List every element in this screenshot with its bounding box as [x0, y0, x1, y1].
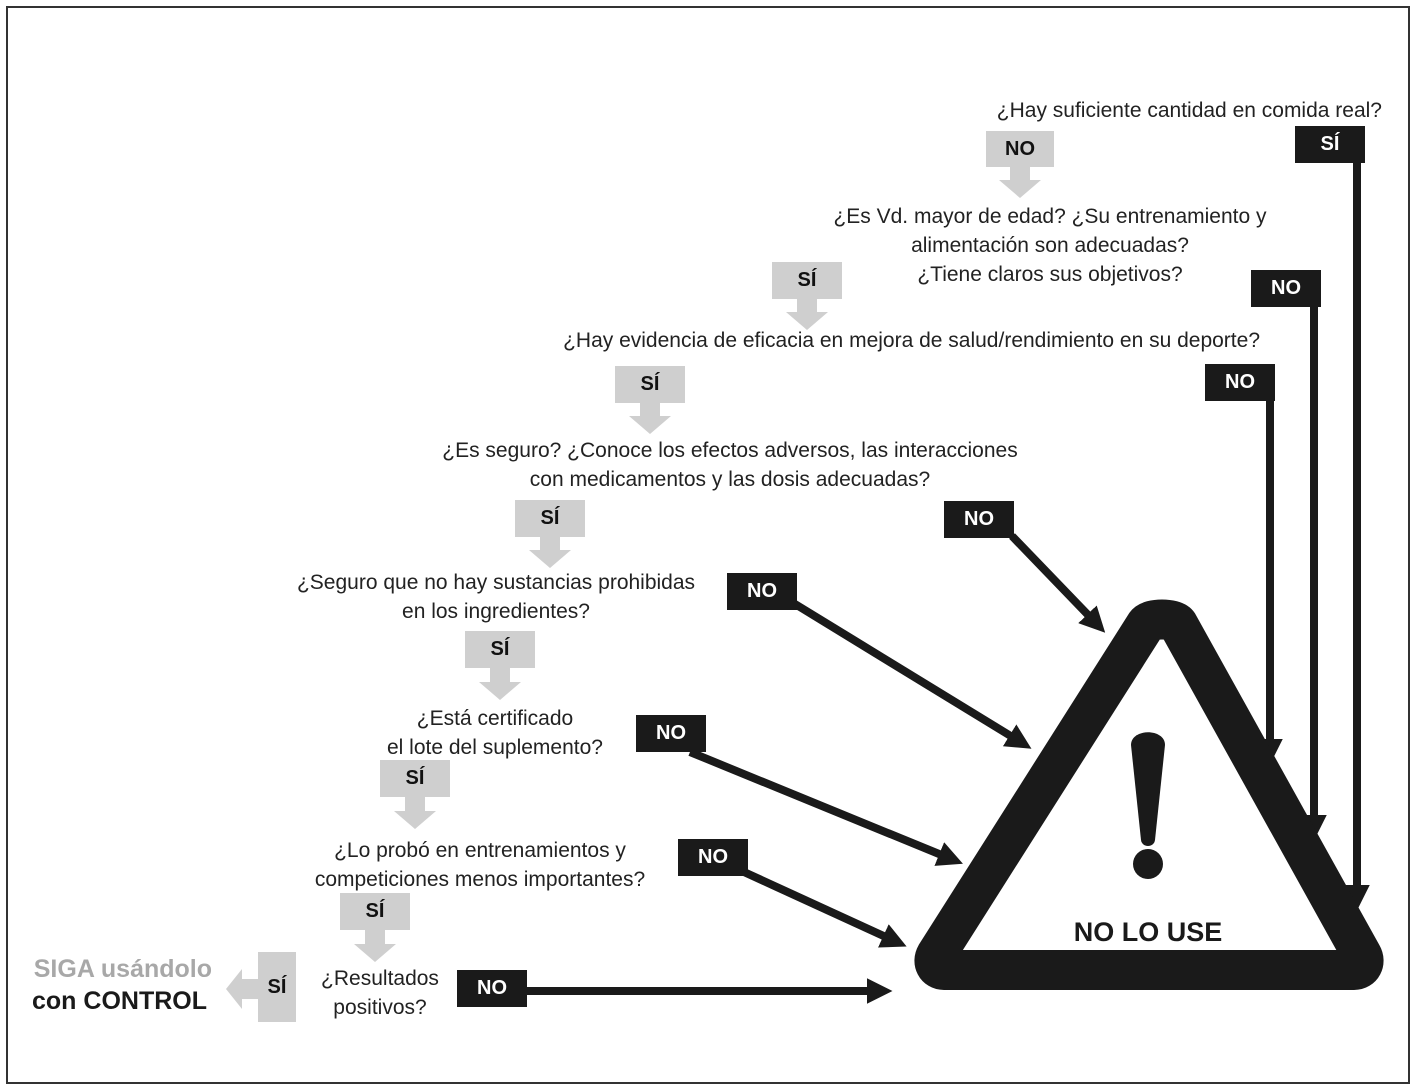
no-arrow-4	[1009, 533, 1106, 633]
yes-label-3: SÍ	[615, 366, 685, 403]
yes-label-7: SÍ	[340, 893, 410, 930]
exclamation-dot	[1133, 849, 1163, 879]
no-arrow-6	[688, 748, 963, 866]
no-label-evidence: NO	[1205, 364, 1275, 401]
question-banned-line1: ¿Seguro que no hay sustancias prohibidas	[296, 571, 696, 594]
yes-arrow-2	[786, 298, 828, 330]
question-safety-line1: ¿Es seguro? ¿Conoce los efectos adversos…	[442, 439, 1018, 462]
question-age-training-line2: alimentación son adecuadas?	[911, 234, 1189, 257]
stop-label: NO LO USE	[1074, 917, 1223, 947]
question-certified-batch: ¿Está certificado el lote del suplemento…	[360, 704, 630, 762]
question-tested-line1: ¿Lo probó en entrenamientos y	[334, 839, 626, 862]
diagram-frame	[6, 6, 1410, 1084]
question-certified-line2: el lote del suplemento?	[387, 736, 603, 759]
question-safety: ¿Es seguro? ¿Conoce los efectos adversos…	[400, 436, 1060, 494]
no-label-age: NO	[1251, 270, 1321, 307]
yes-label-6: SÍ	[380, 760, 450, 797]
exclamation-bar	[1131, 732, 1165, 846]
continue-line2: con CONTROL	[32, 987, 207, 1015]
question-positive-results: ¿Resultados positivos?	[300, 964, 460, 1022]
yes-label-4: SÍ	[515, 500, 585, 537]
no-arrow-5	[792, 600, 1032, 749]
question-age-training-line3: ¿Tiene claros sus objetivos?	[917, 263, 1183, 286]
yes-label-2: SÍ	[772, 262, 842, 299]
no-label-certified: NO	[636, 715, 706, 752]
yes-arrow-1	[999, 166, 1041, 198]
question-evidence: ¿Hay evidencia de eficacia en mejora de …	[563, 329, 1260, 352]
question-tested-line2: competiciones menos importantes?	[314, 868, 646, 891]
yes-arrow-3	[629, 402, 671, 434]
yes-arrow-6	[394, 797, 436, 829]
question-banned-line2: en los ingredientes?	[402, 600, 590, 623]
yes-label-5: SÍ	[465, 631, 535, 668]
no-label-real-food: SÍ	[1295, 126, 1365, 163]
yes-arrow-4	[529, 536, 571, 568]
yes-arrow-left	[226, 969, 258, 1009]
yes-label-final: SÍ	[258, 952, 296, 1022]
question-tested: ¿Lo probó en entrenamientos y competicio…	[290, 836, 670, 894]
question-safety-line2: con medicamentos y las dosis adecuadas?	[529, 468, 931, 491]
yes-arrow-7	[354, 930, 396, 962]
question-age-training-line1: ¿Es Vd. mayor de edad? ¿Su entrenamiento…	[833, 205, 1267, 228]
question-real-food: ¿Hay suficiente cantidad en comida real?	[996, 99, 1382, 122]
question-banned-substances: ¿Seguro que no hay sustancias prohibidas…	[270, 568, 722, 626]
yes-label-1: NO	[986, 131, 1054, 167]
no-label-banned: NO	[727, 573, 797, 610]
yes-arrow-5	[479, 668, 521, 700]
continue-line1: SIGA usándolo	[33, 955, 212, 983]
no-label-tested: NO	[678, 839, 748, 876]
question-certified-line1: ¿Está certificado	[416, 707, 574, 730]
no-label-results: NO	[457, 970, 527, 1007]
question-results-line1: ¿Resultados	[321, 967, 439, 990]
no-label-safety: NO	[944, 501, 1014, 538]
no-arrow-7	[742, 868, 907, 948]
question-age-training: ¿Es Vd. mayor de edad? ¿Su entrenamiento…	[780, 202, 1320, 289]
question-results-line2: positivos?	[333, 996, 427, 1019]
